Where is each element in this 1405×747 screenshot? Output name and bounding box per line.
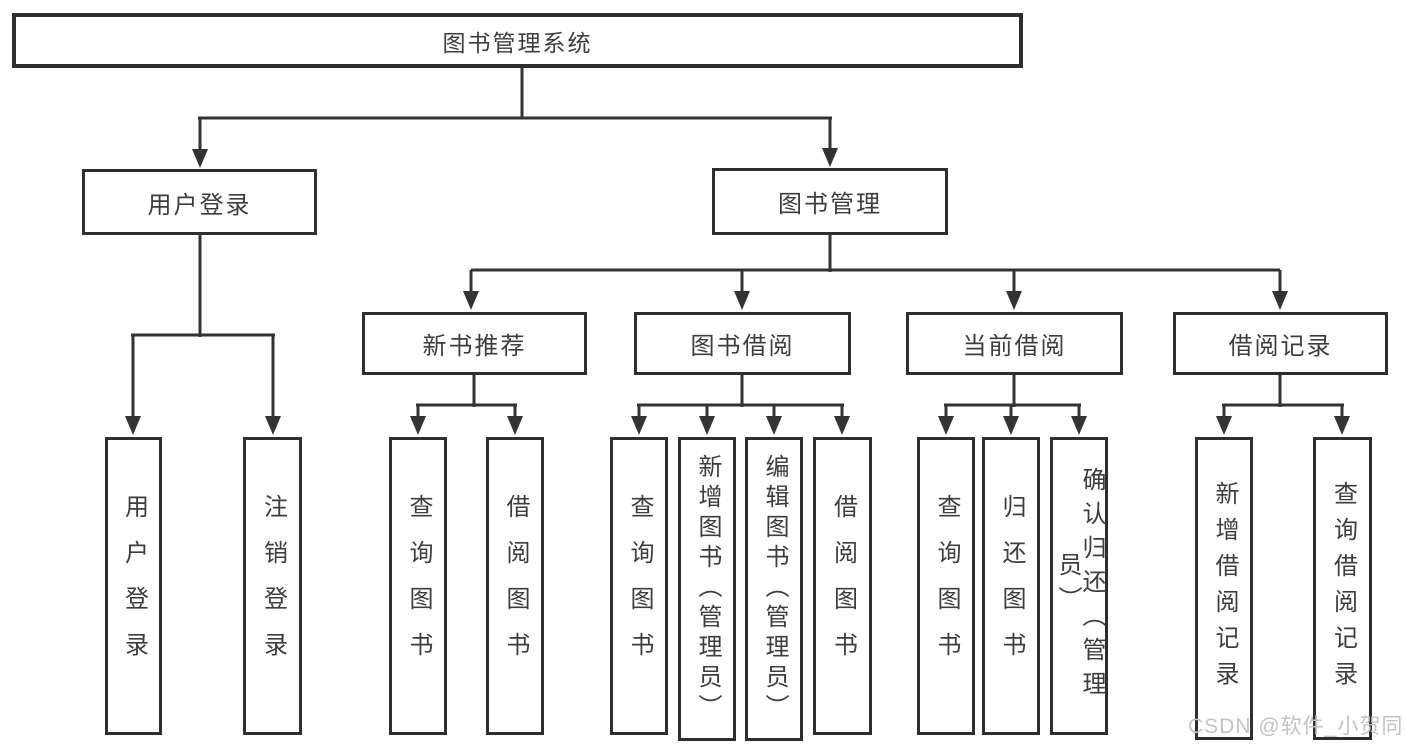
leaf-br-add-record: 新增借阅记录 [1195, 437, 1253, 740]
csdn-watermark: CSDN @软件_小贺同学 [1188, 715, 1405, 738]
leaf-cb-query-books: 查询图书 [917, 437, 975, 735]
connector-borrow-records-to-leaves [1216, 375, 1350, 435]
leaf-logout: 注销登录 [243, 437, 302, 735]
leaf-nbr-query-books: 查询图书 [389, 437, 447, 735]
leaf-bb-query-books: 查询图书 [610, 437, 668, 735]
connector-new-book-rec-to-leaves [410, 375, 523, 435]
leaf-br-query-record: 查询借阅记录 [1313, 437, 1372, 740]
leaf-bb-add-books-admin: 新增图书（管理员） [678, 437, 736, 741]
connector-user-login-to-leaves [125, 235, 281, 435]
leaf-nbr-borrow-books: 借阅图书 [486, 437, 544, 735]
leaf-cb-return-books: 归还图书 [982, 437, 1040, 735]
node-root-library-system: 图书管理系统 [12, 13, 1023, 68]
node-book-borrowing: 图书借阅 [634, 312, 851, 375]
connector-book-borrow-to-leaves [631, 375, 850, 435]
node-book-management: 图书管理 [712, 168, 948, 235]
node-current-borrowing: 当前借阅 [906, 312, 1123, 375]
leaf-cb-confirm-return-admin: 确认归还（管理员） [1050, 437, 1108, 735]
leaf-bb-borrow-books: 借阅图书 [813, 437, 872, 735]
node-borrowing-records: 借阅记录 [1173, 312, 1388, 375]
node-new-book-recommend: 新书推荐 [362, 312, 587, 375]
leaf-user-login: 用户登录 [105, 437, 162, 735]
leaf-bb-edit-books-admin: 编辑图书（管理员） [745, 437, 803, 741]
connector-current-borrow-to-leaves [938, 375, 1087, 435]
connector-book-mgmt-to-level3 [463, 235, 1288, 310]
node-user-login: 用户登录 [82, 169, 317, 235]
connector-root-to-level2 [192, 68, 838, 168]
